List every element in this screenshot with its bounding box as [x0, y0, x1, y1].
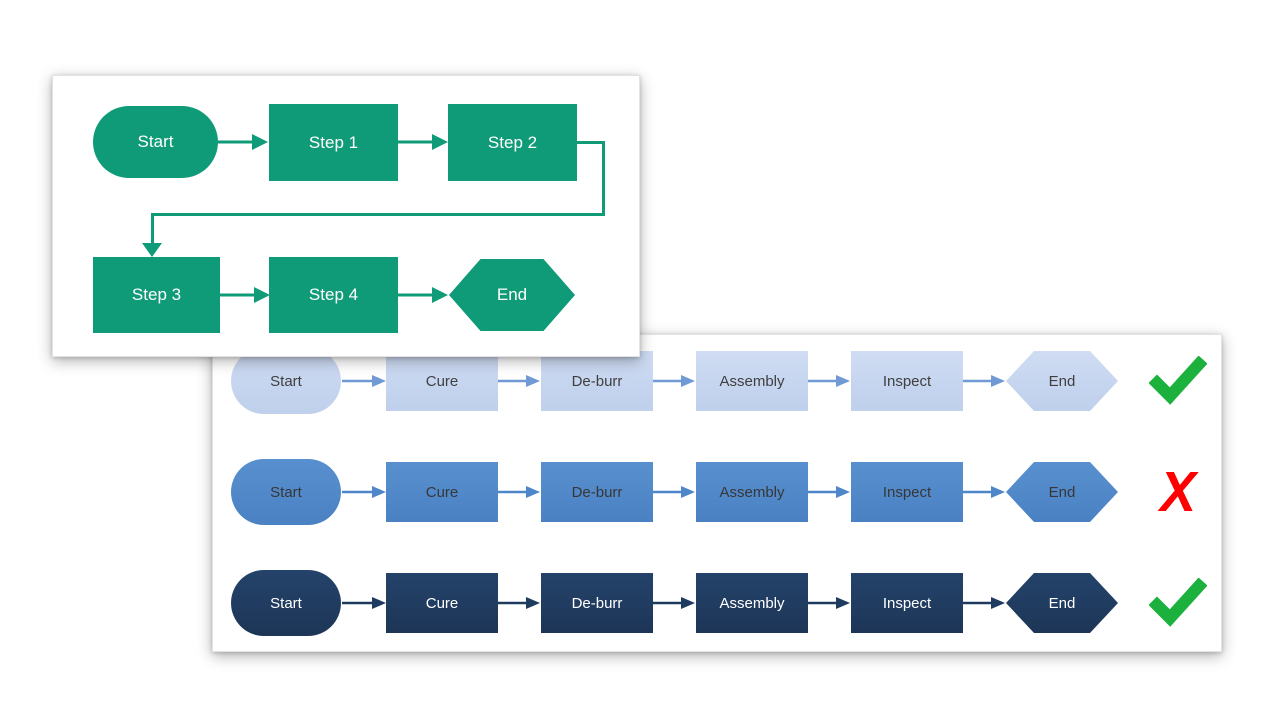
arrow-right-icon: [963, 375, 1005, 387]
flow-node-label: De-burr: [571, 372, 623, 390]
arrow-right-icon: [653, 486, 695, 498]
arrow-right-icon: [218, 134, 268, 150]
flow-node-label: Start: [137, 132, 174, 151]
flow-node-deburr[interactable]: De-burr: [541, 462, 653, 522]
flow-node-start[interactable]: Start: [231, 570, 341, 636]
flow-node-label: Assembly: [719, 372, 785, 390]
flow-node-label: De-burr: [571, 483, 623, 501]
blue-flowcharts-card: Start Cure De-burr Assembly Inspect: [212, 334, 1222, 652]
arrow-right-icon: [498, 486, 540, 498]
flow-node-deburr[interactable]: De-burr: [541, 573, 653, 633]
flow-node-label: Step 2: [487, 132, 538, 152]
flow-node-step1[interactable]: Step 1: [269, 104, 398, 181]
flow-node-end[interactable]: End: [449, 259, 575, 331]
flow-node-label: Start: [270, 594, 302, 612]
flow-node-label: Inspect: [882, 594, 932, 612]
arrow-right-icon: [963, 597, 1005, 609]
flow-node-step4[interactable]: Step 4: [269, 257, 398, 333]
green-flowchart-card: Start Step 1 Step 2 Step 3 Step 4 End: [52, 75, 640, 357]
arrow-right-icon: [398, 287, 448, 303]
flow-node-label: Cure: [425, 594, 459, 612]
flow-node-step2[interactable]: Step 2: [448, 104, 577, 181]
flow-node-inspect[interactable]: Inspect: [851, 462, 963, 522]
flow-node-label: Start: [270, 483, 302, 501]
flow-node-cure[interactable]: Cure: [386, 462, 498, 522]
flow-node-label: Start: [270, 372, 302, 390]
flow-node-label: End: [1048, 594, 1076, 612]
flow-node-end[interactable]: End: [1006, 351, 1118, 411]
arrow-right-icon: [342, 597, 386, 609]
flow-node-inspect[interactable]: Inspect: [851, 351, 963, 411]
arrow-right-icon: [808, 486, 850, 498]
flow-node-end[interactable]: End: [1006, 462, 1118, 522]
flow-node-assembly[interactable]: Assembly: [696, 462, 808, 522]
flow-row-light: Start Cure De-burr Assembly Inspect: [213, 348, 1221, 414]
arrow-right-icon: [398, 134, 448, 150]
flow-node-label: Inspect: [882, 483, 932, 501]
flow-node-label: De-burr: [571, 594, 623, 612]
flow-node-inspect[interactable]: Inspect: [851, 573, 963, 633]
arrow-right-icon: [342, 486, 386, 498]
flow-row-dark: Start Cure De-burr Assembly Inspect: [213, 570, 1221, 636]
arrow-right-icon: [220, 287, 270, 303]
flow-node-label: Step 1: [308, 132, 359, 152]
arrow-right-icon: [963, 486, 1005, 498]
flow-node-label: End: [1048, 483, 1076, 501]
flow-node-label: Step 4: [308, 285, 359, 304]
flow-node-start[interactable]: Start: [93, 106, 218, 178]
x-mark-glyph: X: [1159, 460, 1197, 524]
flow-node-label: Assembly: [719, 483, 785, 501]
arrow-right-icon: [498, 597, 540, 609]
flow-node-deburr[interactable]: De-burr: [541, 351, 653, 411]
arrow-right-icon: [342, 375, 386, 387]
flow-node-start[interactable]: Start: [231, 459, 341, 525]
arrow-right-icon: [653, 597, 695, 609]
arrow-right-icon: [653, 375, 695, 387]
flow-node-cure[interactable]: Cure: [386, 573, 498, 633]
flow-node-label: Cure: [425, 483, 459, 501]
check-icon: [1147, 577, 1209, 629]
flow-node-assembly[interactable]: Assembly: [696, 573, 808, 633]
flow-node-end[interactable]: End: [1006, 573, 1118, 633]
check-icon: [1147, 355, 1209, 407]
flow-node-start[interactable]: Start: [231, 348, 341, 414]
flow-node-label: End: [496, 285, 528, 304]
arrow-right-icon: [498, 375, 540, 387]
flow-node-label: Cure: [425, 372, 459, 390]
flow-node-label: Inspect: [882, 372, 932, 390]
flow-row-medium: Start Cure De-burr Assembly Inspect: [213, 459, 1221, 525]
flow-node-cure[interactable]: Cure: [386, 351, 498, 411]
arrow-right-icon: [808, 375, 850, 387]
flow-node-step3[interactable]: Step 3: [93, 257, 220, 333]
flow-node-label: Step 3: [131, 285, 182, 304]
arrow-right-icon: [808, 597, 850, 609]
flow-node-label: Assembly: [719, 594, 785, 612]
flow-node-assembly[interactable]: Assembly: [696, 351, 808, 411]
flow-node-label: End: [1048, 372, 1076, 390]
x-icon: X: [1147, 460, 1209, 524]
